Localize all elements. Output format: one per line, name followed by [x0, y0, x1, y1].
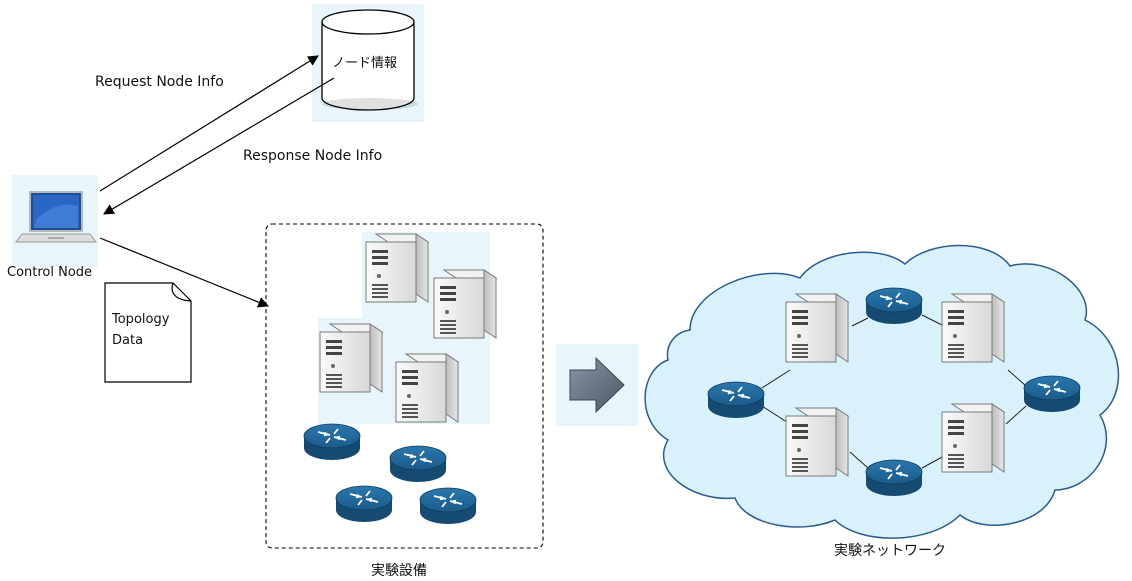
database-cylinder-icon [312, 4, 424, 122]
document-icon [104, 282, 192, 383]
router-icon [303, 423, 361, 461]
router-icon [389, 445, 447, 483]
router-icon [865, 459, 923, 497]
equipment-label: 実験設備 [371, 563, 427, 579]
router-icon [419, 487, 477, 525]
router-icon [335, 485, 393, 523]
server-tower-icon [785, 407, 849, 477]
router-icon [865, 287, 923, 325]
server-tower-icon [433, 269, 497, 339]
server-tower-icon [319, 323, 383, 393]
response-label: Response Node Info [243, 148, 383, 164]
router-icon [1023, 375, 1081, 413]
request-arrow [99, 55, 319, 192]
network-label: 実験ネットワーク [834, 543, 946, 559]
laptop-icon [12, 175, 98, 267]
deploy-arrow [99, 237, 270, 308]
right-arrow-icon [556, 344, 638, 426]
server-tower-icon [395, 353, 459, 423]
control-node-label: Control Node [7, 265, 93, 280]
topology-label-line1: Topology [112, 312, 170, 327]
response-arrow [103, 77, 335, 215]
server-tower-icon [941, 293, 1005, 363]
server-tower-icon [785, 293, 849, 363]
equipment-box [265, 223, 544, 549]
topology-label-line2: Data [112, 333, 144, 348]
router-icon [707, 381, 765, 419]
request-label: Request Node Info [95, 74, 224, 90]
server-tower-icon [941, 403, 1005, 473]
database-label: ノード情報 [332, 56, 398, 71]
server-tower-icon [365, 233, 429, 303]
network-links [761, 314, 1027, 469]
